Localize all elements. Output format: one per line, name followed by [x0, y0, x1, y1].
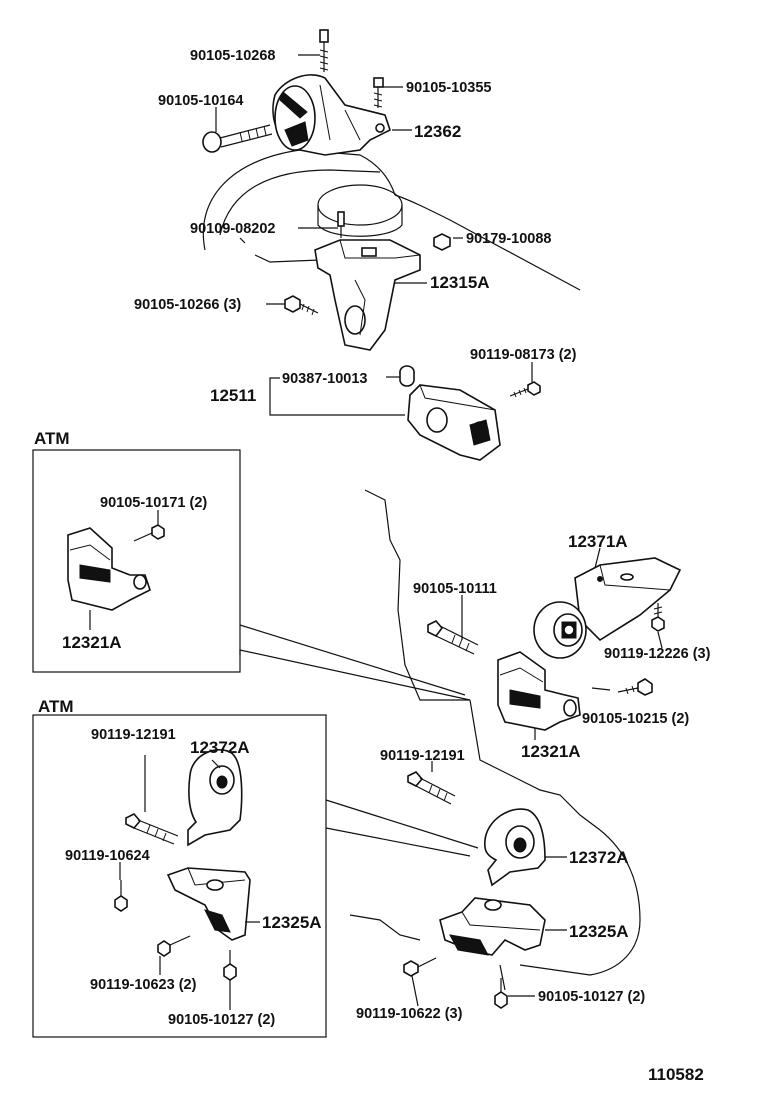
mount-12372A: [483, 808, 546, 887]
label-atm-bot-12191: 90119-12191: [91, 727, 176, 743]
atm-top-box: [32, 449, 241, 673]
label-12315A: 12315A: [430, 273, 490, 292]
bolt-90105-10111: [427, 620, 479, 655]
label-90105-10266: 90105-10266 (3): [134, 297, 241, 313]
label-90105-10164: 90105-10164: [158, 93, 243, 109]
bracket-12511: [407, 384, 501, 461]
label-90119-12191: 90119-12191: [380, 748, 465, 764]
mount-bushing-12371A: [533, 601, 587, 659]
label-90105-10268: 90105-10268: [190, 48, 275, 64]
nut-90179-10088: [433, 233, 451, 251]
label-90119-08173: 90119-08173 (2): [470, 347, 577, 363]
bolt-90105-10355: [373, 77, 384, 108]
label-12511: 12511: [210, 386, 256, 405]
label-90105-10111: 90105-10111: [413, 581, 497, 597]
atm-bot-mount-12372A: [187, 749, 243, 847]
label-atm-top-12321A: 12321A: [62, 633, 122, 652]
bolt-90105-10164: [202, 124, 273, 153]
label-atm-bot-10127: 90105-10127 (2): [168, 1012, 275, 1028]
mount-12321A: [497, 651, 581, 731]
label-atm-bot-10623: 90119-10623 (2): [90, 977, 197, 993]
bracket-12325A: [439, 897, 546, 956]
label-12362: 12362: [414, 122, 461, 141]
atm-bot-bolt-10624: [114, 880, 128, 912]
atm-top-bolt: [133, 524, 165, 542]
label-90119-12226: 90119-12226 (3): [604, 646, 711, 662]
atm-bottom-title: ATM: [38, 697, 74, 716]
bolt-90105-10268: [319, 29, 329, 72]
bolt-90105-10127: [494, 978, 508, 1009]
bolt-90119-10622: [403, 957, 437, 977]
label-90105-10355: 90105-10355: [406, 80, 491, 96]
atm-bot-bolt-10623: [157, 935, 191, 957]
bracket-12371A: [574, 557, 682, 642]
figure-number: 110582: [648, 1065, 704, 1084]
label-90105-10215: 90105-10215 (2): [582, 711, 689, 727]
bolt-90105-10266: [284, 295, 319, 316]
label-12371A: 12371A: [568, 532, 628, 551]
label-90387-10013: 90387-10013: [282, 371, 367, 387]
atm-bottom-box: [32, 714, 327, 1038]
bolt-90119-12191: [407, 771, 456, 805]
label-atm-bot-12372A: 12372A: [190, 738, 250, 757]
label-12325A: 12325A: [569, 922, 629, 941]
atm-bot-bolt-12191: [125, 813, 179, 845]
leader-lines: [89, 54, 663, 1010]
label-atm-bot-12325A: 12325A: [262, 913, 322, 932]
label-90119-10622: 90119-10622 (3): [356, 1006, 463, 1022]
atm-top-mount-12321A: [67, 527, 151, 611]
transaxle-outline: [349, 489, 641, 991]
bolt-90119-12226: [651, 603, 665, 632]
upper-mount-12362: [272, 74, 391, 156]
label-90109-08202: 90109-08202: [190, 221, 275, 237]
bolt-90119-08173: [509, 381, 541, 398]
label-90105-10127: 90105-10127 (2): [538, 989, 645, 1005]
label-12321A: 12321A: [521, 742, 581, 761]
collar-90387-10013: [399, 365, 415, 387]
bracket-12315A: [314, 239, 421, 351]
labels: 90105-10268 90105-10355 90105-10164 1236…: [34, 48, 711, 1084]
label-90179-10088: 90179-10088: [466, 231, 551, 247]
engine-outline: [202, 149, 581, 291]
bolt-90105-10215: [617, 678, 653, 696]
label-atm-top-bolt: 90105-10171 (2): [100, 495, 207, 511]
label-atm-bot-10624: 90119-10624: [65, 848, 150, 864]
atm-bot-bolt-10127: [223, 950, 237, 981]
stud-90109-08202: [337, 211, 345, 238]
label-12372A: 12372A: [569, 848, 629, 867]
atm-top-title: ATM: [34, 429, 70, 448]
atm-bot-bracket-12325A: [166, 867, 251, 941]
